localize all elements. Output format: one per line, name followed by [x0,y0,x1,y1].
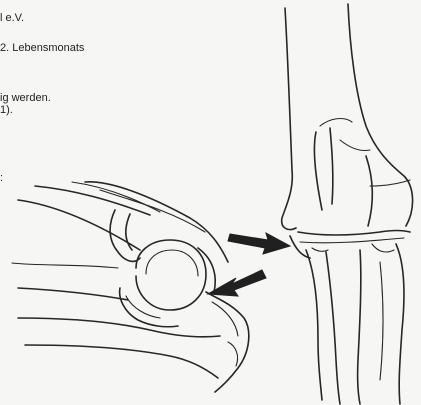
elbow-frontal-sketch [282,4,413,404]
elbow-lateral-sketch [12,182,249,392]
arrow-right-pointer [228,233,290,254]
arrow-left-pointer [208,270,266,296]
